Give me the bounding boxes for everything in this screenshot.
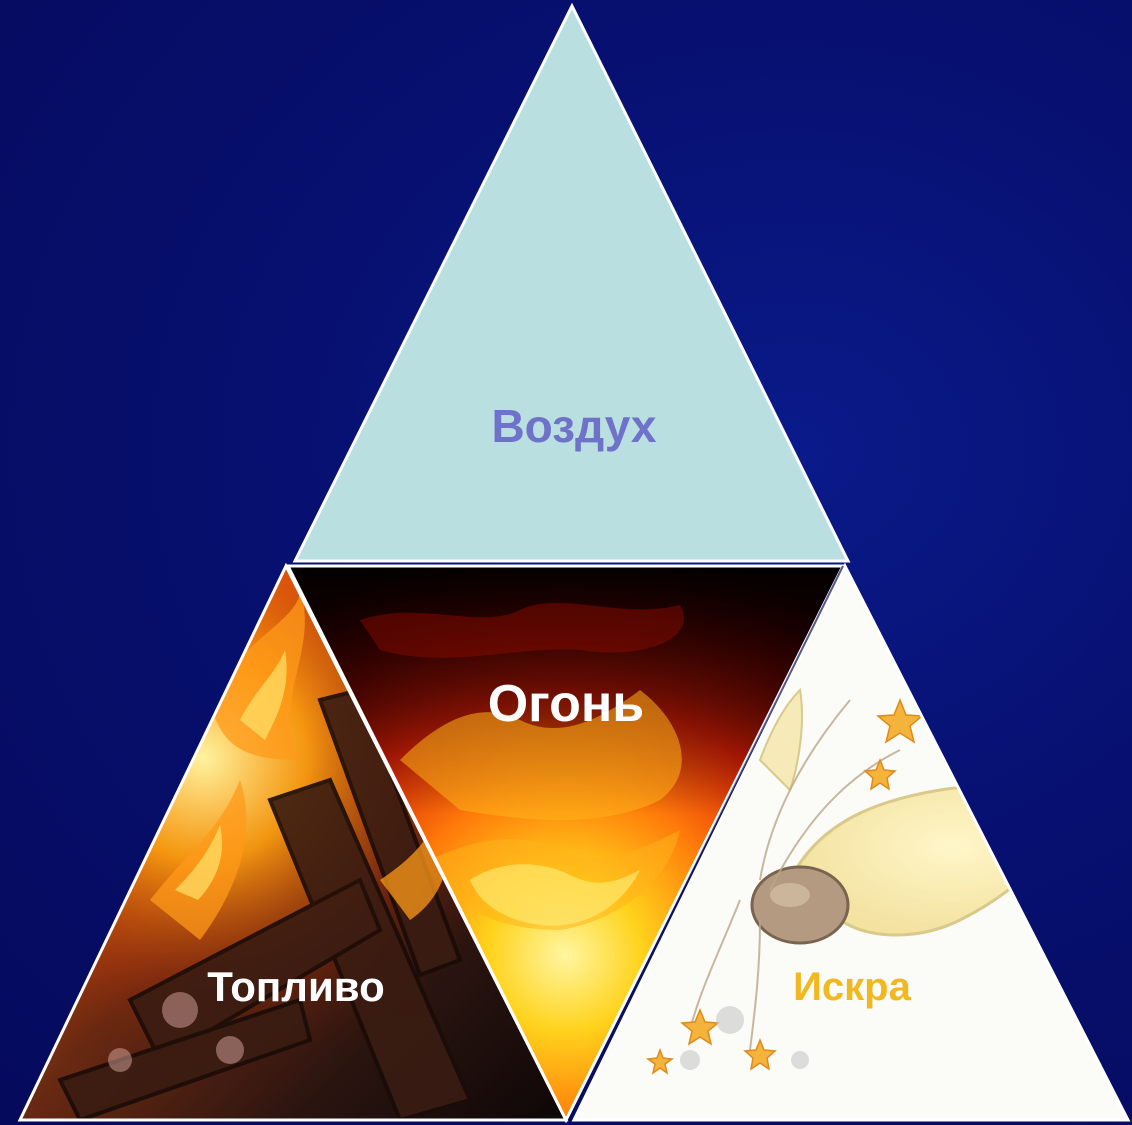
air-triangle bbox=[295, 6, 848, 561]
fire-label: Огонь bbox=[488, 675, 645, 733]
fuel-label: Топливо bbox=[207, 963, 384, 1010]
air-label: Воздух bbox=[491, 400, 656, 452]
spark-label: Искра bbox=[793, 965, 911, 1009]
